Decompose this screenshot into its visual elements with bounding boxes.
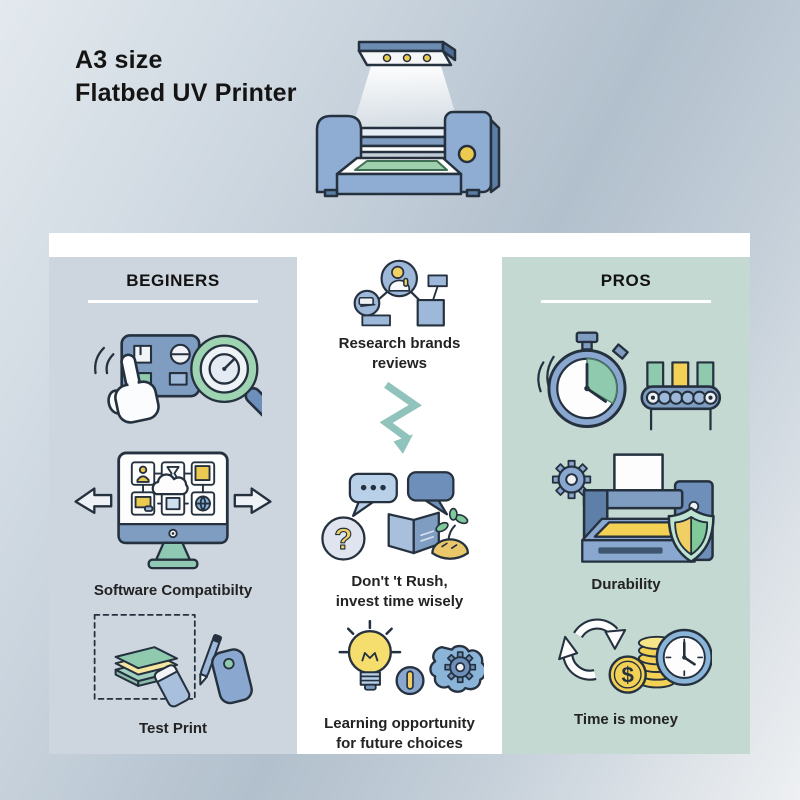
research-label-line2: reviews (371, 354, 428, 372)
brain-gear-icon (428, 644, 484, 693)
uv-lamp-icon (357, 40, 457, 67)
pros-underline (541, 300, 711, 303)
page-title: A3 size Flatbed UV Printer (75, 44, 297, 110)
question-circle-icon: ? (320, 516, 366, 561)
cycle-arrows-icon (558, 618, 627, 681)
phone-case-icon (211, 648, 253, 705)
learning-line1: Learning opportunity (324, 715, 475, 732)
three-columns: BEGINERS (49, 257, 750, 754)
speech-bubble-solid-icon (406, 471, 454, 516)
question-glyph: ? (334, 523, 352, 556)
printer-body (315, 110, 501, 198)
test-materials-icon (93, 613, 253, 708)
research-brands-label: Research brands reviews (339, 334, 461, 373)
research-label-line1: Research brands (338, 335, 461, 352)
lightbulb-brain-icon (338, 619, 484, 696)
arrow-right-icon (74, 486, 113, 514)
info-circle-icon (394, 666, 425, 696)
column-pros: PROS (502, 257, 750, 754)
growth-plant-icon (430, 507, 469, 560)
content-panel: BEGINERS (49, 233, 750, 754)
magnifier-gauge-icon (190, 334, 262, 421)
phone-icon (153, 664, 191, 708)
research-flowchart-icon (353, 259, 448, 327)
speech-bubble-dots-icon (348, 472, 398, 518)
hand-cursor-icon (94, 346, 160, 424)
person-node (379, 259, 418, 298)
gear-icon (551, 459, 592, 499)
time-is-money-label: Time is money (574, 711, 678, 728)
chat-book-plant-icon: ? (320, 471, 469, 561)
lightbulb-icon (338, 619, 401, 691)
durability-label: Durability (591, 575, 661, 593)
stopwatch-conveyor-icon (537, 331, 722, 430)
box-node (416, 274, 448, 327)
title-line2: Flatbed UV Printer (75, 79, 297, 107)
time-is-money-icon: $ (558, 618, 712, 694)
beginners-underline (88, 300, 258, 303)
flatbed-uv-printer-illustration (315, 40, 501, 198)
pros-header: PROS (600, 271, 652, 290)
conveyor-belt-icon (640, 360, 722, 430)
arrow-left-icon (233, 486, 272, 514)
learning-line2: for future choices (336, 734, 463, 752)
learning-opportunity-label: Learning opportunity for future choices (324, 714, 475, 753)
beginners-header: BEGINERS (126, 271, 220, 290)
clock-icon (655, 628, 712, 687)
dollar-coin-icon: $ (608, 655, 647, 694)
software-monitor-icon (74, 451, 272, 569)
open-book-icon (387, 511, 440, 555)
app-icons-grid (130, 460, 216, 516)
title-line1: A3 size (75, 46, 163, 74)
stopwatch-icon (537, 331, 629, 428)
column-middle: Research brands reviews (297, 257, 502, 754)
touch-panel-magnifier-icon (94, 333, 262, 424)
dont-rush-line1: Don't 't Rush, (351, 573, 448, 590)
column-beginners: BEGINERS (49, 257, 297, 754)
device-node (353, 289, 391, 327)
test-print-label: Test Print (138, 720, 208, 737)
shield-icon (667, 506, 715, 563)
dont-rush-label: Don't 't Rush, invest time wisely (336, 572, 464, 611)
dollar-glyph: $ (622, 662, 635, 687)
dashed-selection-box (93, 613, 196, 700)
zigzag-arrow-down-icon (379, 381, 422, 454)
dont-rush-line2: invest time wisely (335, 592, 464, 610)
durable-printer-icon (551, 452, 715, 563)
software-compatibility-label: Software Compatibilty (93, 581, 253, 599)
